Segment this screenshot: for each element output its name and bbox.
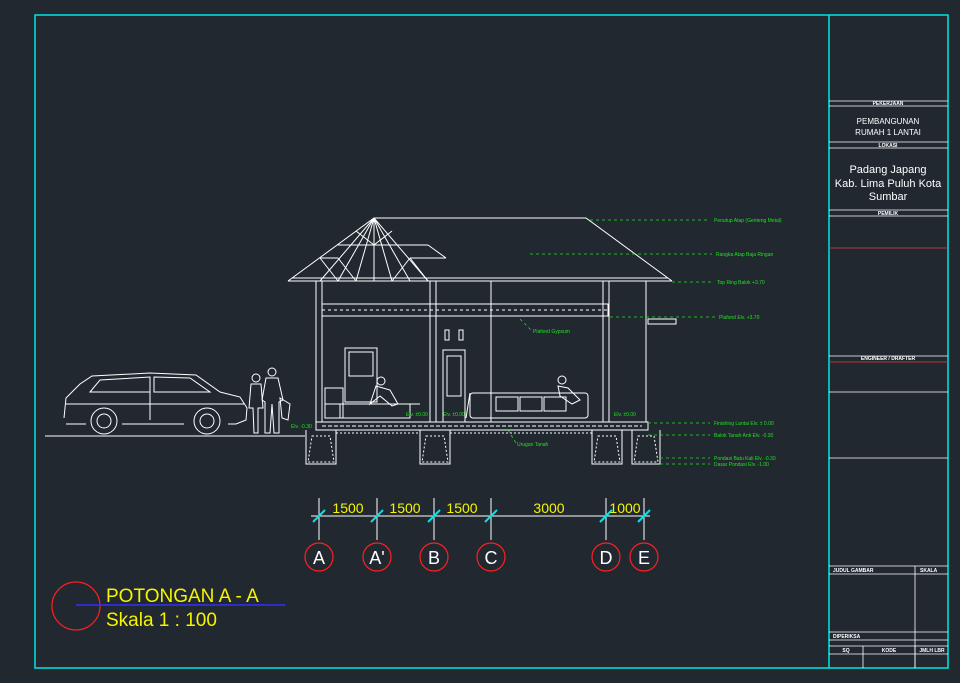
window-left: [344, 347, 378, 403]
people-figures: [248, 367, 291, 434]
level-mark-mid2: Elv. ±0.00: [443, 412, 465, 418]
wall-axis-d: [602, 280, 610, 423]
annotation-roof-cover: Penutup Atap (Genteng Metal): [714, 218, 782, 224]
grid-axis-label: B: [428, 548, 440, 568]
annotation-foundation-base: Dasar Pondasi Elv. -1.00: [714, 462, 769, 468]
dimension-ticks: [312, 509, 651, 523]
dimension-line: [311, 498, 650, 540]
sheet-frame: [34, 14, 949, 669]
dimension-value: 3000: [533, 500, 564, 516]
grid-axis-label: D: [600, 548, 613, 568]
location-line1: Padang Japang: [849, 164, 926, 176]
title-marker-circle: [51, 581, 101, 631]
canopy: [647, 318, 677, 325]
wall-axis-a: [315, 280, 323, 423]
roof-outline: [287, 217, 673, 282]
grid-axis-label: A': [369, 548, 384, 568]
dimension-value: 1500: [332, 500, 363, 516]
foundations: [305, 429, 661, 465]
approved-label: DIPERIKSA: [833, 634, 861, 640]
level-mark-mid1: Elv. ±0.00: [406, 412, 428, 418]
vent-window: [444, 329, 450, 341]
annotation-ceiling-gypsum: Plafond Gypsum: [533, 329, 570, 335]
annotation-floor-finish: Finishing Lantai Elv. ± 0.00: [714, 421, 774, 427]
title-block: [829, 100, 948, 668]
location-line3: Sumbar: [869, 191, 908, 203]
dimension-value: 1500: [446, 500, 477, 516]
project-label: PEKERJAAN: [873, 101, 904, 107]
annotation-soil-fill: Urugan Tanah: [517, 442, 549, 448]
annotation-ground-beam: Balok Tanah Anti Elv. -0.30: [714, 433, 774, 439]
furniture: [324, 375, 589, 419]
annotation-leaders: [507, 219, 715, 465]
dimension-value: 1000: [609, 500, 640, 516]
wall-axis-b: [429, 280, 437, 423]
drawing-title-label: JUDUL GAMBAR: [833, 568, 874, 574]
grid-axis-label: A: [313, 548, 325, 568]
annotation-ceiling: Plafond Elv. +3.70: [719, 315, 760, 321]
location-line2: Kab. Lima Puluh Kota: [835, 178, 942, 190]
dimension-value: 1500: [389, 500, 420, 516]
roof-truss: [319, 217, 447, 282]
grid-axis-label: E: [638, 548, 650, 568]
annotation-foundation-top: Pondasi Batu Kali Elv. -0.30: [714, 456, 776, 462]
level-mark-left: Elv. -0.30: [291, 424, 312, 430]
location-label: LOKASI: [879, 143, 899, 149]
building-section: [287, 217, 677, 465]
level-mark-right: Elv. ±0.00: [614, 412, 636, 418]
scale-label: SKALA: [920, 568, 938, 574]
grid-bubbles: [304, 542, 659, 572]
car-silhouette: [63, 372, 248, 435]
annotation-roof-truss: Rangka Atap Baja Ringan: [716, 252, 773, 258]
grid-axis-label: C: [485, 548, 498, 568]
sheet-label: JMLH LBR: [919, 648, 945, 654]
drawing-scale: Skala 1 : 100: [106, 610, 217, 631]
drawing-title: POTONGAN A - A: [106, 586, 259, 607]
engineer-label: ENGINEER / DRAFTER: [861, 356, 916, 362]
sq-label: SQ: [842, 648, 849, 654]
code-label: KODE: [882, 648, 897, 654]
project-name-line2: RUMAH 1 LANTAI: [855, 128, 921, 137]
vent-window: [458, 329, 464, 341]
annotation-top-wall: Top Ring Balok +3.70: [717, 280, 765, 286]
project-name-line1: PEMBANGUNAN: [857, 117, 920, 126]
owner-label: PEMILIK: [878, 211, 899, 217]
